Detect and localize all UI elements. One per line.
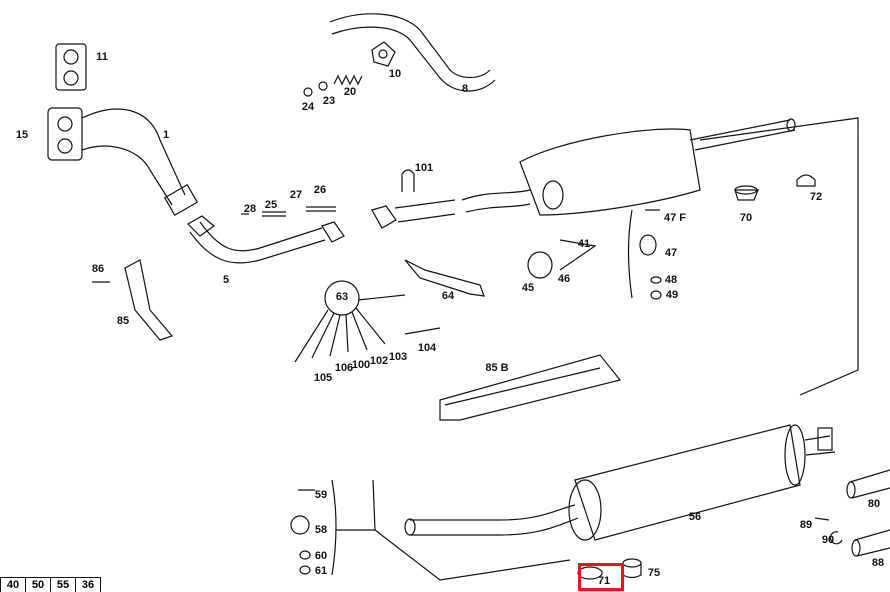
bracket-64-drawing xyxy=(404,259,485,297)
part-label-104[interactable]: 104 xyxy=(417,342,437,354)
part-label-85[interactable]: 85 xyxy=(116,315,130,327)
heat-shield-85b-drawing xyxy=(439,354,622,421)
part-label-63[interactable]: 63 xyxy=(335,291,349,303)
part-label-75[interactable]: 75 xyxy=(647,567,661,579)
gasket-11-drawing xyxy=(55,43,87,91)
part-label-58[interactable]: 58 xyxy=(314,524,328,536)
part-label-1[interactable]: 1 xyxy=(162,129,170,141)
part-label-10[interactable]: 10 xyxy=(388,68,402,80)
kit-63-circle xyxy=(324,280,360,316)
part-label-101[interactable]: 101 xyxy=(414,162,434,174)
part-label-47[interactable]: 47 xyxy=(664,247,678,259)
part-label-25[interactable]: 25 xyxy=(264,199,278,211)
part-label-46[interactable]: 46 xyxy=(557,273,571,285)
part-label-20[interactable]: 20 xyxy=(343,86,357,98)
part-label-48[interactable]: 48 xyxy=(664,274,678,286)
part-label-8[interactable]: 8 xyxy=(461,83,469,95)
part-label-27[interactable]: 27 xyxy=(289,189,303,201)
part-label-103[interactable]: 103 xyxy=(388,351,408,363)
part-label-11[interactable]: 11 xyxy=(96,51,108,63)
pipe-8-drawing xyxy=(329,13,496,92)
part-label-64[interactable]: 64 xyxy=(441,290,455,302)
pipe-5-drawing xyxy=(189,221,326,264)
rear-muffler-56-drawing xyxy=(404,424,836,541)
reference-cell: 40 xyxy=(1,578,26,592)
part-label-60[interactable]: 60 xyxy=(314,550,328,562)
reference-cell: 36 xyxy=(81,579,95,591)
part-label-106[interactable]: 106 xyxy=(334,362,354,374)
part-label-28[interactable]: 28 xyxy=(243,203,257,215)
reference-table: 40 50 55 36 xyxy=(0,577,101,592)
middle-muffler-drawing xyxy=(461,118,796,216)
front-pipe-1-drawing xyxy=(47,107,199,216)
selected-part-highlight xyxy=(578,563,624,591)
part-label-89[interactable]: 89 xyxy=(799,519,813,531)
bracket-85-drawing xyxy=(124,259,174,341)
part-label-100[interactable]: 100 xyxy=(351,359,371,371)
part-label-70[interactable]: 70 xyxy=(739,212,753,224)
part-label-15[interactable]: 15 xyxy=(15,129,29,141)
flange-10-drawing xyxy=(371,41,396,67)
part-label-85b[interactable]: 85 B xyxy=(485,362,509,374)
part-label-56[interactable]: 56 xyxy=(688,511,702,523)
part-label-24[interactable]: 24 xyxy=(301,101,315,113)
spring-20-drawing xyxy=(333,74,363,86)
part-label-72[interactable]: 72 xyxy=(809,191,823,203)
part-label-61[interactable]: 61 xyxy=(314,565,328,577)
part-label-41[interactable]: 41 xyxy=(577,238,591,250)
part-label-23[interactable]: 23 xyxy=(322,95,336,107)
part-label-90[interactable]: 90 xyxy=(821,534,835,546)
part-label-80[interactable]: 80 xyxy=(867,498,881,510)
part-label-88[interactable]: 88 xyxy=(871,557,885,569)
reference-cell: 55 xyxy=(51,578,76,592)
part-label-86[interactable]: 86 xyxy=(91,263,105,275)
part-label-26[interactable]: 26 xyxy=(313,184,327,196)
reference-cell: 50 xyxy=(26,578,51,592)
part-label-105[interactable]: 105 xyxy=(313,372,333,384)
part-label-59[interactable]: 59 xyxy=(314,489,328,501)
part-label-5[interactable]: 5 xyxy=(222,274,230,286)
part-label-71[interactable]: 71 xyxy=(597,575,611,587)
part-label-45[interactable]: 45 xyxy=(521,282,535,294)
part-label-47f[interactable]: 47 F xyxy=(663,212,687,224)
part-label-102[interactable]: 102 xyxy=(369,355,389,367)
part-label-49[interactable]: 49 xyxy=(665,289,679,301)
